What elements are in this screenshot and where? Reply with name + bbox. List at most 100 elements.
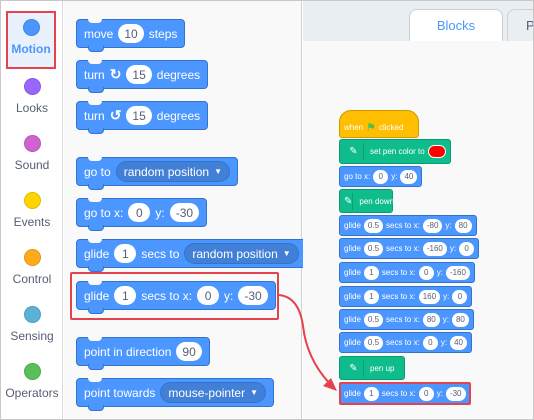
block-text: y: (442, 315, 449, 324)
last-glide-block[interactable]: glide 1 secs to x: 0 y: -30 (339, 383, 471, 404)
y-input[interactable]: 40 (450, 335, 467, 350)
category-menu: Motion Looks Sound Events Control Sensin… (1, 1, 63, 419)
y-input[interactable]: 80 (454, 218, 472, 233)
category-sound[interactable]: Sound (1, 127, 63, 185)
control-dot-icon (23, 249, 41, 266)
motion-dot-icon (22, 19, 40, 36)
dropdown-value: mouse-pointer (168, 385, 246, 400)
category-label: Events (13, 215, 51, 229)
go-to-xy-block[interactable]: go to x: 0 y: 40 (339, 166, 423, 187)
towards-dropdown[interactable]: mouse-pointer ▼ (160, 382, 267, 403)
pen-down-block[interactable]: ✎ pen down (339, 189, 394, 213)
block-text: y: (436, 389, 443, 398)
glide-block[interactable]: glide 0.5 secs to x: -160 y: 0 (339, 238, 480, 259)
move-steps-block[interactable]: move 10 steps (76, 19, 186, 52)
degrees-input[interactable]: 15 (126, 106, 152, 125)
tab-blocks[interactable]: Blocks (409, 9, 503, 41)
block-text: y: (445, 221, 452, 230)
category-looks[interactable]: Looks (1, 70, 63, 128)
secs-input[interactable]: 1 (363, 265, 379, 280)
go-to-xy-block[interactable]: go to x: 0 y: -30 (76, 198, 208, 231)
block-text: glide (344, 338, 361, 347)
secs-input[interactable]: 0.5 (363, 241, 384, 256)
block-text: secs to x: (386, 338, 420, 347)
block-text: glide (344, 315, 361, 324)
y-input[interactable]: 40 (400, 169, 418, 184)
category-motion[interactable]: Motion (6, 11, 56, 69)
category-label: Looks (15, 101, 49, 115)
pen-up-block[interactable]: ✎ pen up (339, 356, 405, 380)
turn-right-block[interactable]: turn ↻ 15 degrees (76, 60, 209, 93)
y-input[interactable]: -30 (169, 203, 200, 222)
glide-to-block[interactable]: glide 1 secs to random position▼ (76, 239, 307, 272)
direction-input[interactable]: 90 (176, 342, 202, 361)
y-input[interactable]: -160 (445, 265, 470, 280)
category-control[interactable]: Control (1, 241, 63, 299)
x-input[interactable]: -80 (422, 218, 443, 233)
secs-input[interactable]: 1 (114, 286, 137, 305)
block-text: point towards (84, 385, 156, 400)
y-input[interactable]: 80 (451, 312, 469, 327)
x-input[interactable]: 0 (418, 386, 434, 401)
x-input[interactable]: 160 (418, 289, 441, 304)
block-text: clicked (379, 122, 404, 132)
x-input[interactable]: 0 (422, 335, 438, 350)
turn-left-block[interactable]: turn ↺ 15 degrees (76, 101, 209, 134)
dropdown-value: random position (123, 164, 210, 179)
tab-next[interactable]: P (507, 9, 533, 41)
block-text: glide (344, 389, 361, 398)
y-input[interactable]: 0 (452, 289, 468, 304)
glide-block-highlight (70, 272, 279, 320)
block-text: go to x: (84, 205, 124, 220)
block-text: secs to (141, 246, 180, 261)
block-text: turn (84, 67, 105, 82)
secs-input[interactable]: 1 (363, 386, 379, 401)
glide-block[interactable]: glide 1 secs to x: 160 y: 0 (339, 286, 473, 307)
target-dropdown[interactable]: random position▼ (184, 243, 299, 264)
category-operators[interactable]: Operators (1, 355, 63, 413)
x-input[interactable]: 0 (197, 286, 220, 305)
pen-icon: ✎ (344, 192, 354, 210)
x-input[interactable]: -160 (422, 241, 447, 256)
glide-xy-block[interactable]: glide 1 secs to x: 0 y: -30 (76, 281, 276, 314)
x-input[interactable]: 0 (373, 169, 389, 184)
block-text: y: (391, 172, 398, 181)
glide-block[interactable]: glide 1 secs to x: 0 y: -160 (339, 262, 475, 283)
block-text: y: (224, 288, 234, 303)
set-pen-color-block[interactable]: ✎ set pen color to (339, 139, 451, 164)
pen-color-swatch[interactable] (427, 145, 446, 158)
when-flag-clicked-block[interactable]: when ⚑ clicked (339, 110, 419, 138)
block-text: y: (440, 338, 448, 347)
glide-block[interactable]: glide 0.5 secs to x: 0 y: 40 (339, 332, 472, 353)
block-text: glide (344, 268, 361, 277)
degrees-input[interactable]: 15 (126, 65, 152, 84)
block-text: secs to x: (386, 315, 420, 324)
secs-input[interactable]: 0.5 (363, 218, 384, 233)
y-input[interactable]: -30 (238, 286, 268, 305)
category-label: Sound (14, 158, 50, 172)
go-to-block[interactable]: go to random position▼ (76, 157, 239, 190)
x-input[interactable]: 0 (128, 203, 151, 222)
block-text: y: (155, 205, 165, 220)
y-input[interactable]: 0 (459, 241, 475, 256)
secs-input[interactable]: 1 (114, 244, 137, 263)
point-direction-block[interactable]: point in direction 90 (76, 337, 210, 370)
secs-input[interactable]: 0.5 (363, 312, 384, 327)
glide-block[interactable]: glide 0.5 secs to x: 80 y: 80 (339, 309, 474, 330)
secs-input[interactable]: 1 (363, 289, 379, 304)
block-text: glide (84, 288, 110, 303)
secs-input[interactable]: 0.5 (363, 335, 384, 350)
dropdown-caret-icon: ▼ (250, 388, 259, 397)
x-input[interactable]: 80 (422, 312, 440, 327)
target-dropdown[interactable]: random position▼ (115, 161, 231, 182)
y-input[interactable]: -30 (445, 386, 466, 401)
category-events[interactable]: Events (1, 184, 63, 242)
steps-input[interactable]: 10 (118, 24, 144, 43)
block-text: secs to x: (381, 292, 416, 301)
point-towards-block[interactable]: point towards mouse-pointer ▼ (76, 378, 275, 411)
block-text: glide (344, 292, 361, 301)
x-input[interactable]: 0 (418, 265, 434, 280)
glide-block[interactable]: glide 0.5 secs to x: -80 y: 80 (339, 215, 477, 236)
block-text: go to x: (344, 172, 371, 181)
category-sensing[interactable]: Sensing (1, 298, 63, 356)
